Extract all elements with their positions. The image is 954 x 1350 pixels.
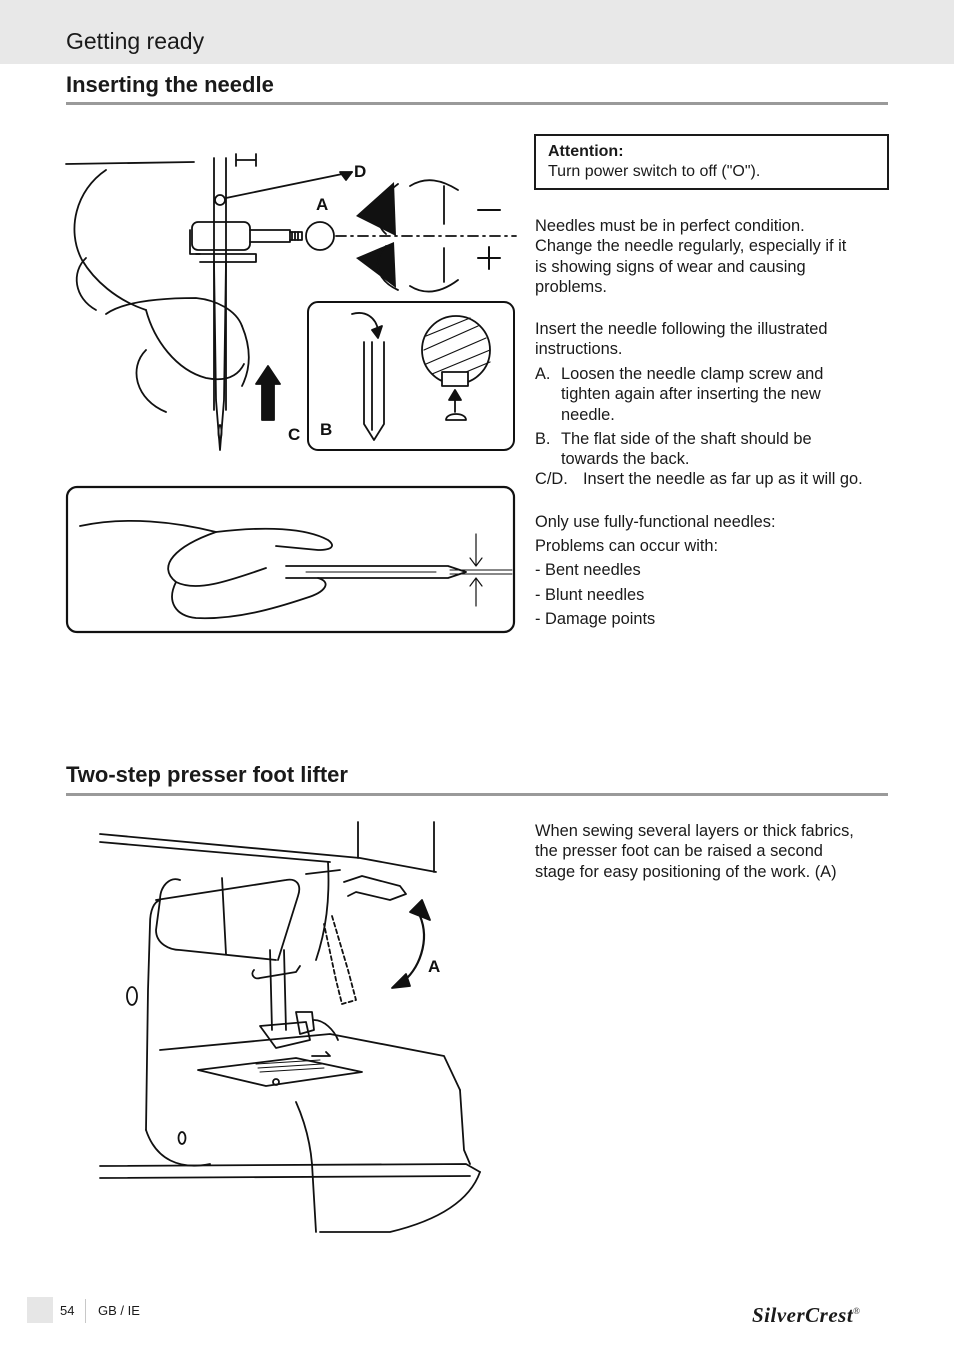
paragraph-presser-foot: When sewing several layers or thick fabr… [535, 821, 854, 882]
label-a: A [316, 195, 328, 214]
label-a: A [428, 957, 440, 976]
problem-item: - Blunt needles [535, 586, 645, 604]
attention-heading: Attention: [548, 143, 624, 160]
registered-mark: ® [853, 1306, 861, 1316]
footer-divider [85, 1299, 86, 1323]
label-c: C [288, 425, 300, 444]
text-line: the presser foot can be raised a second [535, 842, 823, 861]
text-functional-needles: Only use fully-functional needles: [535, 513, 776, 531]
step-a-text: Loosen the needle clamp screw and tighte… [561, 364, 823, 425]
brand-logo: SilverCrest® [752, 1303, 861, 1328]
brand-name: SilverCrest [752, 1303, 854, 1327]
step-b-marker: B. [535, 430, 551, 448]
paragraph-insert-instructions: Insert the needle following the illustra… [535, 319, 827, 360]
text-line: Needles must be in perfect condition. [535, 217, 805, 235]
step-cd-marker: C/D. [535, 470, 568, 488]
step-cd-text: Insert the needle as far up as it will g… [583, 469, 863, 489]
region-code: GB / IE [98, 1303, 140, 1318]
section-rule [66, 102, 888, 105]
page-number: 54 [60, 1303, 75, 1318]
chapter-header: Getting ready [0, 0, 954, 64]
text-line: The flat side of the shaft should be [561, 430, 812, 448]
text-line: Insert the needle as far up as it will g… [583, 470, 863, 488]
paragraph-needle-condition: Needles must be in perfect condition. Ch… [535, 216, 846, 298]
text-problems-intro: Problems can occur with: [535, 537, 719, 555]
needle-check-figure [65, 485, 516, 634]
text-line: When sewing several layers or thick fabr… [535, 822, 854, 840]
chapter-title: Getting ready [66, 28, 205, 54]
text-line: towards the back. [561, 450, 690, 469]
attention-notice: Attention: Turn power switch to off ("O"… [534, 134, 889, 190]
step-a-marker: A. [535, 365, 551, 383]
text-line: needle. [561, 405, 615, 424]
presser-foot-figure: A [99, 821, 481, 1233]
text-line: Loosen the needle clamp screw and [561, 365, 824, 383]
step-b-text: The flat side of the shaft should be tow… [561, 429, 812, 470]
text-line: is showing signs of wear and causing [535, 257, 806, 276]
section-title-presser-foot: Two-step presser foot lifter [66, 762, 348, 787]
label-b: B [320, 420, 332, 439]
problem-item: - Damage points [535, 610, 656, 628]
section-title-inserting-needle: Inserting the needle [66, 72, 274, 97]
text-line: Insert the needle following the illustra… [535, 320, 828, 338]
footer-tab [27, 1297, 53, 1323]
text-line: problems. [535, 278, 607, 297]
text-line: tighten again after inserting the new [561, 385, 821, 404]
attention-text: Turn power switch to off ("O"). [548, 163, 761, 180]
text-line: Change the needle regularly, especially … [535, 237, 847, 256]
label-d: D [354, 162, 366, 181]
text-line: stage for easy positioning of the work. … [535, 862, 837, 881]
section-rule [66, 793, 888, 796]
problem-item: - Bent needles [535, 561, 641, 579]
needle-insertion-figure: C B A D [65, 153, 517, 451]
text-line: instructions. [535, 340, 623, 359]
